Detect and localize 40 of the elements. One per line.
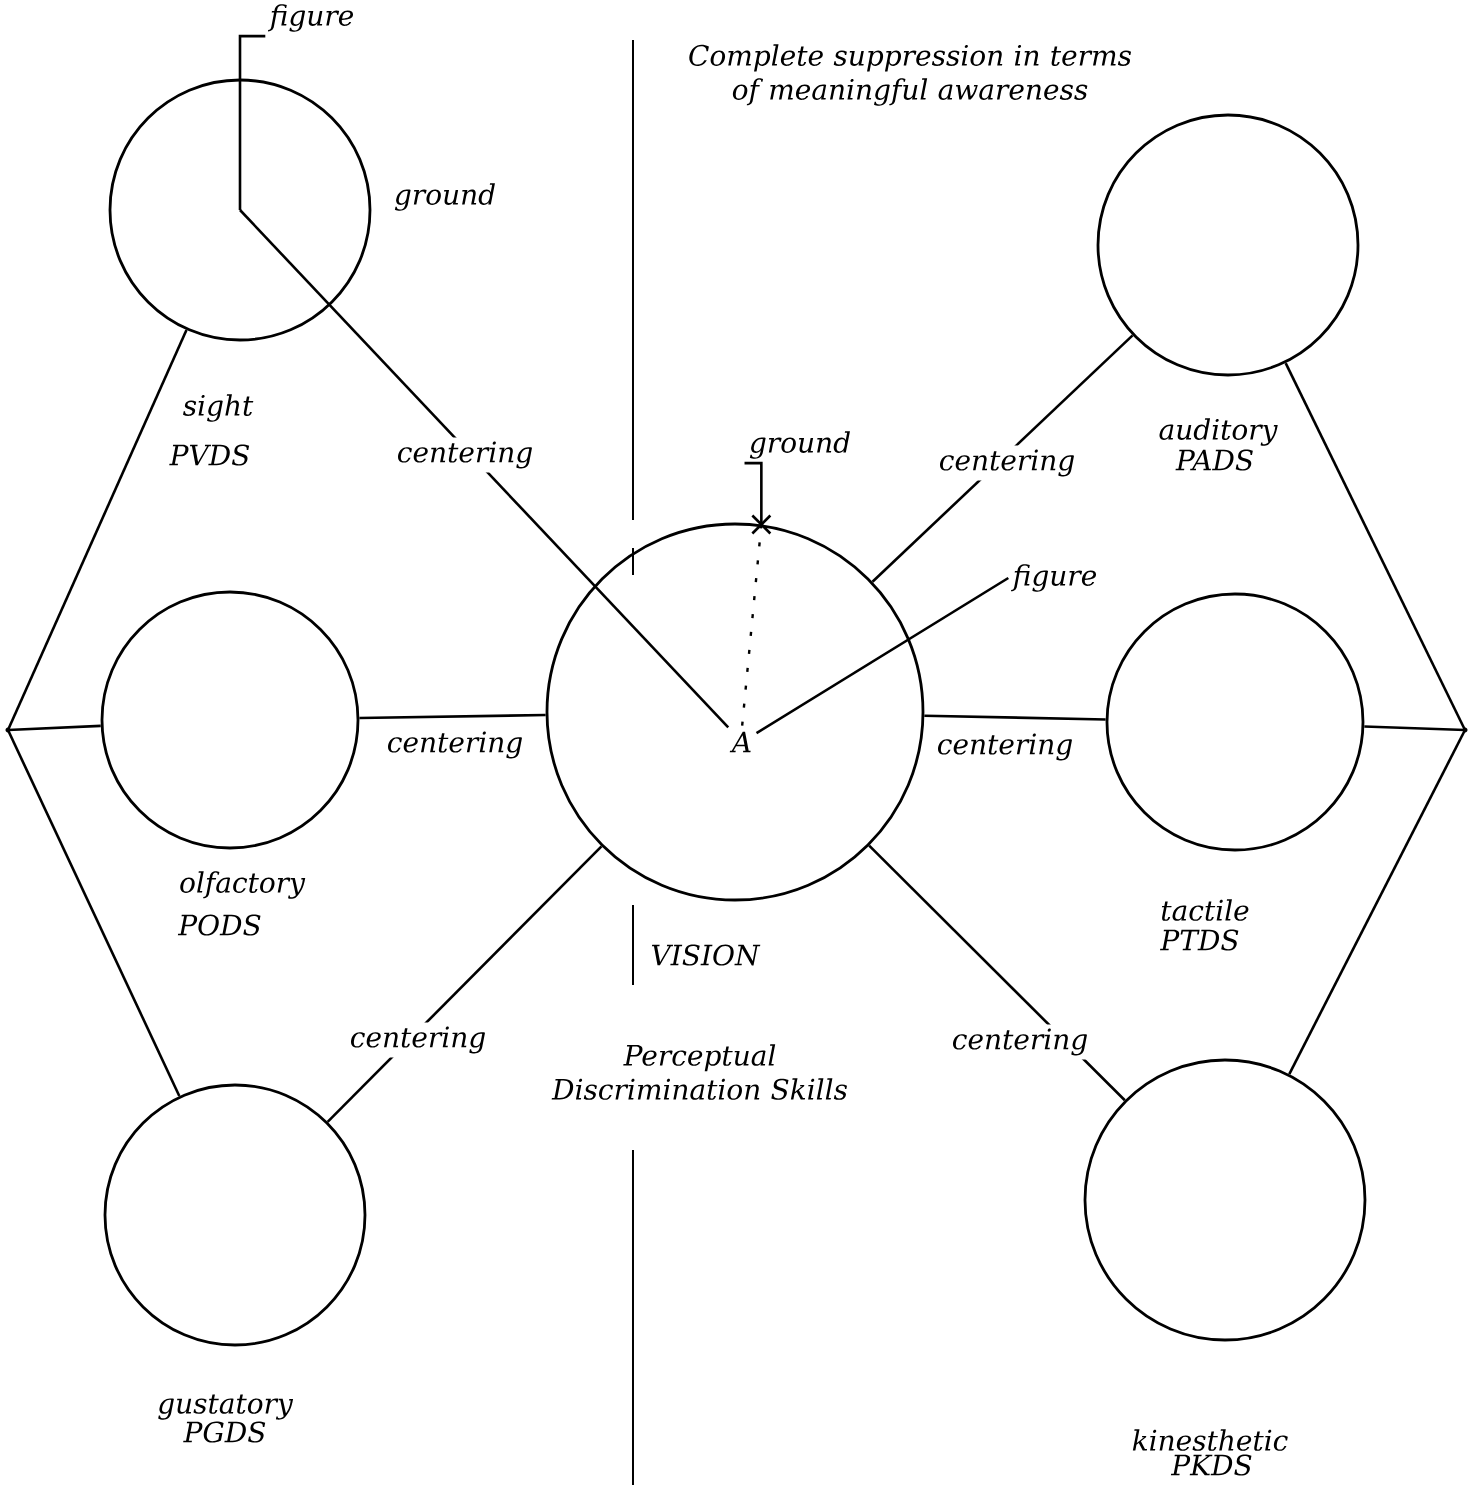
circle-caption: PADS	[1175, 449, 1253, 471]
circle-caption: kinesthetic	[1132, 1429, 1288, 1451]
node-label: ground	[749, 431, 850, 459]
connector-line	[868, 844, 1126, 1102]
node-label: figure	[1011, 564, 1096, 592]
circle-caption: tactile	[1161, 899, 1249, 921]
circle-caption: ground	[394, 183, 495, 211]
leader-line	[755, 576, 1009, 735]
edge-label: centering	[382, 727, 528, 763]
connector-line	[6, 329, 188, 731]
node-label: figure	[268, 4, 353, 32]
connector-line	[239, 209, 730, 729]
circle-caption: PGDS	[183, 1421, 266, 1443]
circle-caption: sight	[183, 394, 254, 422]
circle-caption: PTDS	[1160, 929, 1239, 951]
edge-label: centering	[345, 1022, 491, 1058]
circle-caption: PKDS	[1170, 1454, 1252, 1476]
edge-label: centering	[932, 729, 1078, 765]
connector-line	[1284, 362, 1467, 731]
circle-caption: PVDS	[169, 444, 250, 466]
connector-line	[6, 729, 181, 1097]
circle-caption: PODS	[177, 914, 261, 936]
leader-line	[238, 34, 266, 210]
circle-caption: olfactory	[180, 871, 306, 899]
note-text: Complete suppression in terms of meaningful awareness	[689, 44, 1131, 106]
edge-label: centering	[392, 437, 538, 473]
node-label: A	[729, 731, 751, 753]
connector-line	[1288, 729, 1467, 1075]
note-text: Perceptual Discrimination Skills	[551, 1044, 847, 1100]
connector-line	[1364, 725, 1466, 732]
circle-caption: auditory	[1159, 418, 1278, 446]
connector-line	[924, 714, 1106, 721]
edge-label: centering	[934, 445, 1080, 481]
edge-label: centering	[947, 1024, 1093, 1060]
leader-line	[744, 461, 763, 525]
circle-caption: gustatory	[158, 1394, 294, 1420]
connector-line	[359, 713, 546, 720]
connector-line	[326, 845, 603, 1123]
circle-caption: VISION	[651, 944, 761, 966]
connector-line	[7, 724, 101, 732]
